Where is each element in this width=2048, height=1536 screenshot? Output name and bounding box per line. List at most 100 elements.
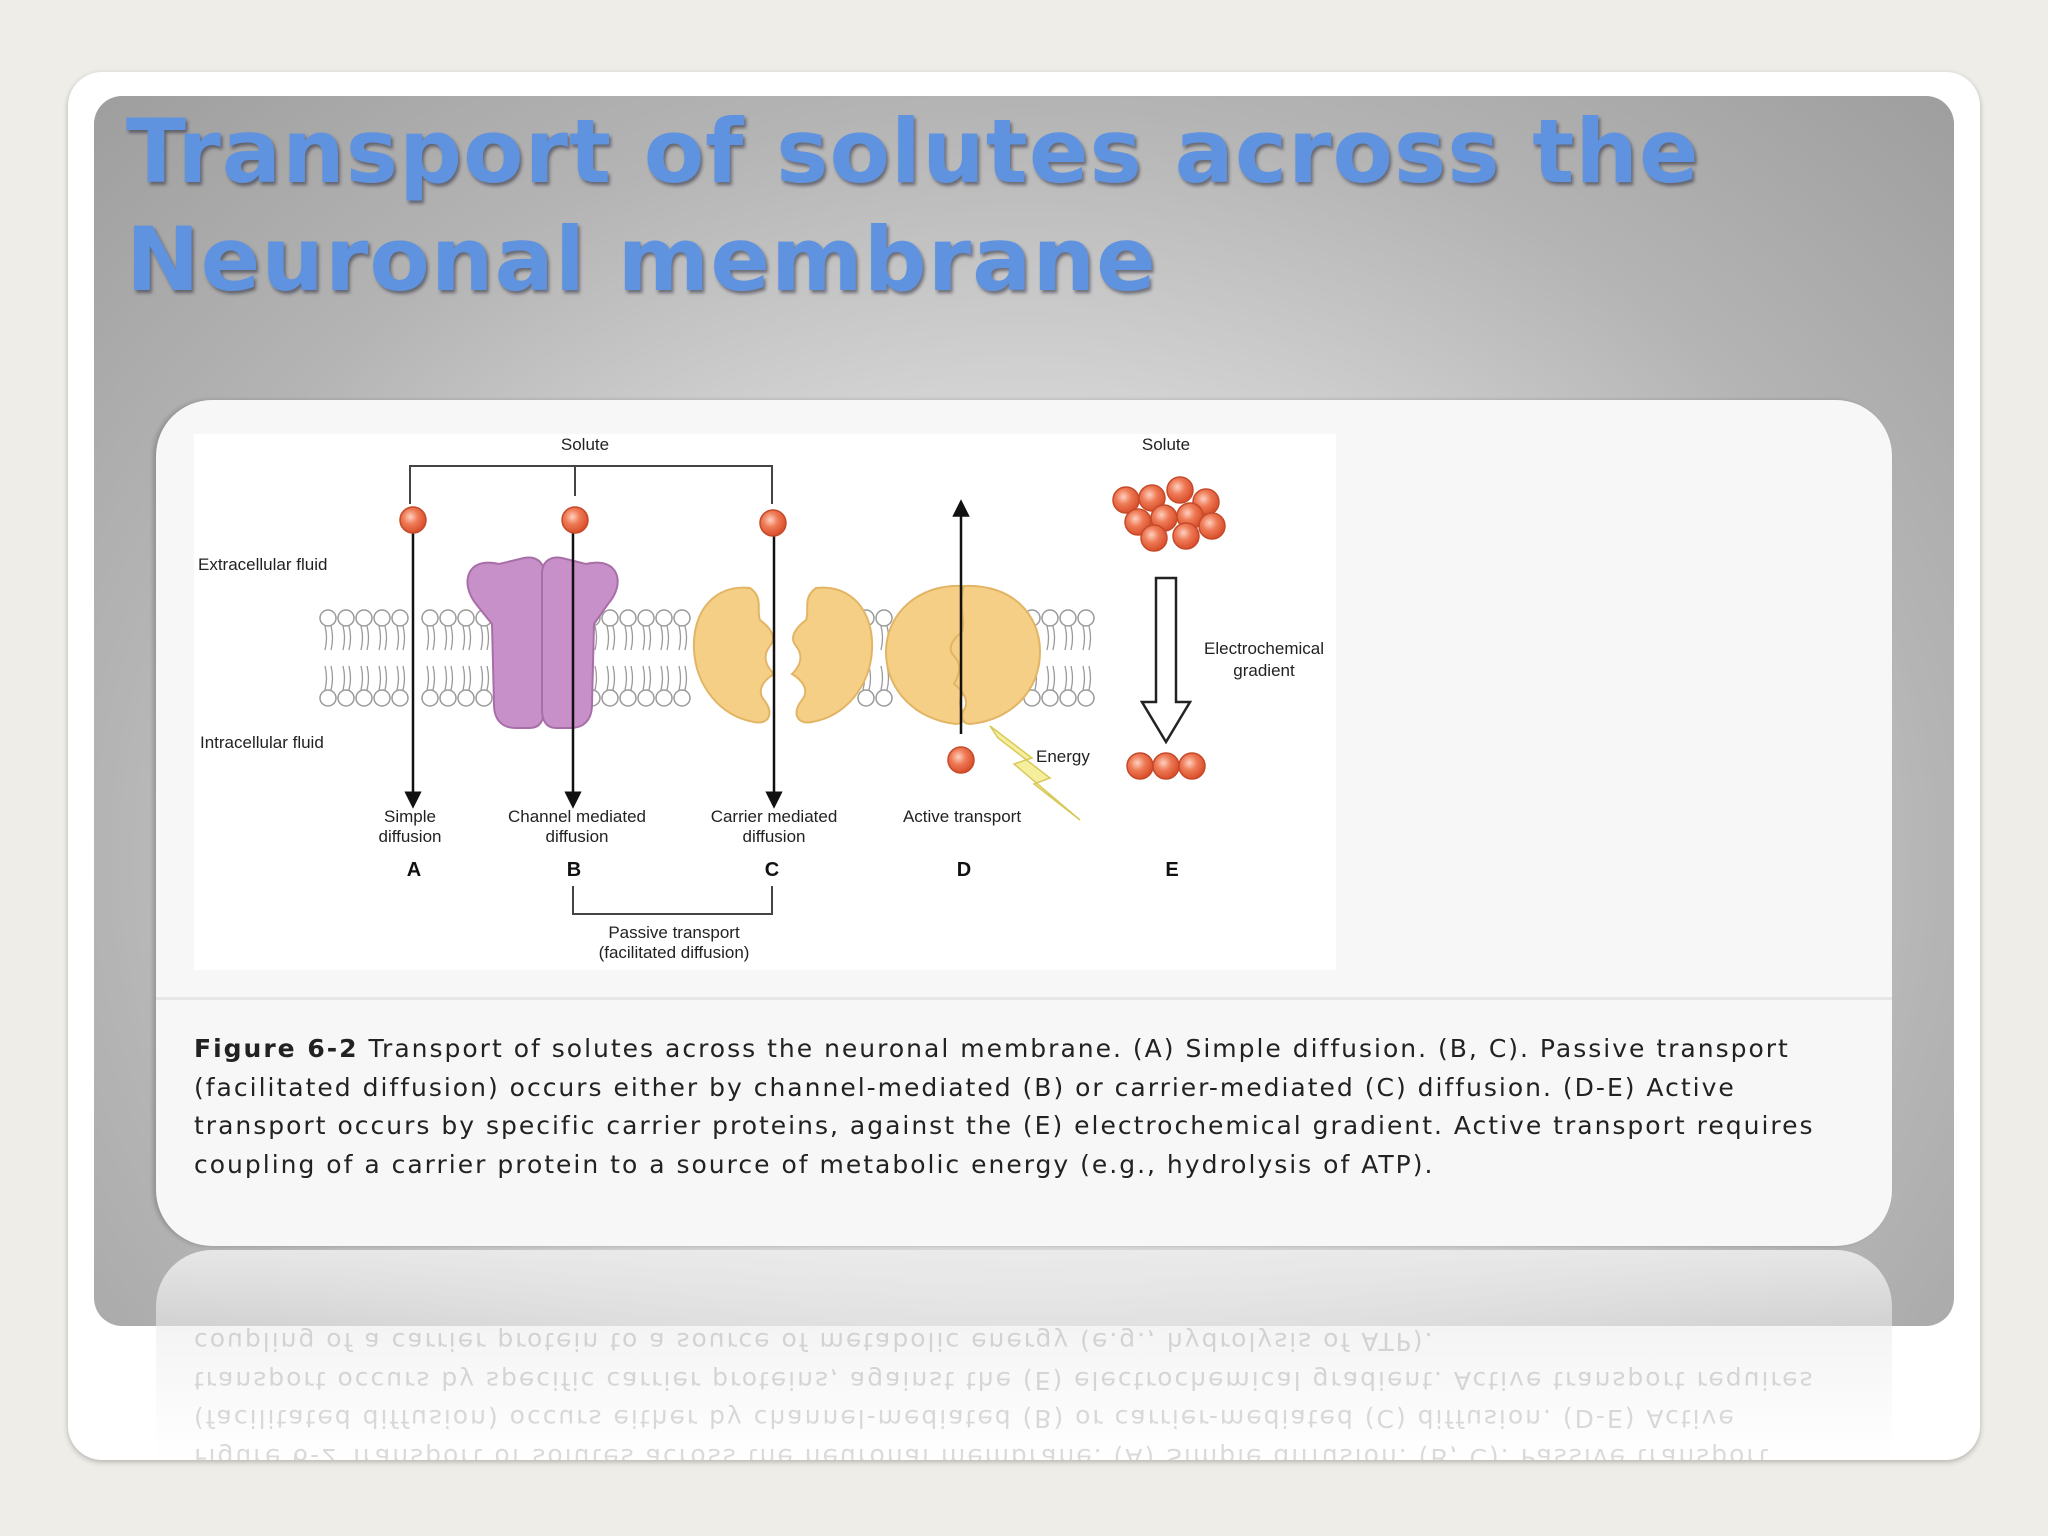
lipid-tail [666, 665, 670, 691]
lipid-head [319, 609, 337, 627]
lipid-tail [1070, 625, 1074, 651]
lipid-tail [324, 665, 328, 691]
lipid-head [439, 609, 457, 627]
lipid-tail [396, 665, 400, 691]
lipid-head [857, 689, 875, 707]
lipid-tail [426, 665, 430, 691]
slide-title: Transport of solutes across the Neuronal… [126, 100, 1700, 311]
lipid-head [355, 609, 373, 627]
letter-b: B [567, 859, 581, 881]
lipid-tail [1082, 625, 1086, 651]
reflection-text: Figure 6-2 Transport of solutes across t… [194, 1327, 1815, 1461]
lipid-tail [330, 665, 334, 691]
lipid-tail [450, 625, 454, 651]
simple-label-1: Simple [384, 807, 436, 826]
lipid-tail [648, 625, 652, 651]
passive-label-2: (facilitated diffusion) [599, 943, 750, 962]
transport-arrows [404, 499, 970, 809]
lipid-head [457, 609, 475, 627]
lipid-head [601, 609, 619, 627]
transport-diagram: Solute Solute Extracellular fluid Intrac… [194, 434, 1336, 970]
lipid-head [875, 609, 893, 627]
lipid-head [391, 609, 409, 627]
extracellular-label: Extracellular fluid [198, 555, 327, 574]
solute-d [947, 746, 975, 774]
lipid-head [421, 609, 439, 627]
lipid-tail [384, 625, 388, 651]
figure-card: Solute Solute Extracellular fluid Intrac… [156, 400, 1892, 1246]
lipid-tail [366, 625, 370, 651]
lipid-head [875, 689, 893, 707]
lipid-tail [444, 625, 448, 651]
lipid-head [637, 609, 655, 627]
lipid-tail [468, 665, 472, 691]
solute-c [759, 509, 787, 537]
lipid-tail [480, 625, 484, 651]
lipid-tail [630, 625, 634, 651]
lipid-tail [324, 625, 328, 651]
lipid-tail [402, 665, 406, 691]
caption-reflection: Figure 6-2 Transport of solutes across t… [156, 1250, 1892, 1460]
letter-e: E [1165, 859, 1178, 881]
caption-label: Figure 6-2 [194, 1034, 359, 1063]
lipid-tail [1082, 665, 1086, 691]
carrier-protein-c [692, 586, 874, 724]
lipid-tail [486, 665, 490, 691]
card-divider [156, 997, 1892, 1000]
lipid-head [1059, 609, 1077, 627]
lipid-tail [666, 625, 670, 651]
lipid-tail [402, 625, 406, 651]
gradient-label-2: gradient [1233, 661, 1295, 680]
lipid-tail [330, 625, 334, 651]
lipid-tail [462, 665, 466, 691]
lipid-tail [880, 665, 884, 691]
lipid-head [457, 689, 475, 707]
lipid-tail [612, 665, 616, 691]
lipid-tail [342, 625, 346, 651]
lipid-tail [384, 665, 388, 691]
lipid-tail [1046, 665, 1050, 691]
lipid-tail [348, 665, 352, 691]
lipid-tail [1070, 665, 1074, 691]
energy-bolt-icon [989, 725, 1081, 821]
lipid-head [1041, 689, 1059, 707]
passive-label-1: Passive transport [608, 923, 740, 942]
lipid-tail [1052, 625, 1056, 651]
lipid-tail [606, 665, 610, 691]
lipid-head [337, 689, 355, 707]
lipid-tail [678, 665, 682, 691]
solute-b [561, 506, 589, 534]
active-label: Active transport [903, 807, 1021, 826]
lipid-head [601, 689, 619, 707]
lipid-tail [480, 665, 484, 691]
lipid-tail [642, 625, 646, 651]
lipid-head [319, 689, 337, 707]
solute-bracket [409, 465, 773, 504]
channel-label-1: Channel mediated [508, 807, 646, 826]
lipid-tail [612, 625, 616, 651]
lipid-head [391, 689, 409, 707]
lipid-tail [648, 665, 652, 691]
lipid-tail [1046, 625, 1050, 651]
lipid-head [475, 689, 493, 707]
lipid-tail [642, 665, 646, 691]
lipid-tail [360, 665, 364, 691]
letter-d: D [957, 859, 971, 881]
lipid-head [655, 609, 673, 627]
energy-label: Energy [1036, 747, 1090, 766]
lipid-head [337, 609, 355, 627]
lipid-tail [684, 665, 688, 691]
lipid-head [673, 689, 691, 707]
lipid-tail [378, 665, 382, 691]
simple-label-2: diffusion [378, 827, 441, 846]
channel-protein [466, 556, 619, 729]
lipid-tail [606, 625, 610, 651]
lipid-tail [396, 625, 400, 651]
lipid-tail [432, 625, 436, 651]
lipid-tail [1052, 665, 1056, 691]
lipid-head [619, 609, 637, 627]
lipid-head [655, 689, 673, 707]
lipid-head [619, 689, 637, 707]
solute-a [399, 506, 427, 534]
solute-label-left: Solute [561, 435, 609, 454]
